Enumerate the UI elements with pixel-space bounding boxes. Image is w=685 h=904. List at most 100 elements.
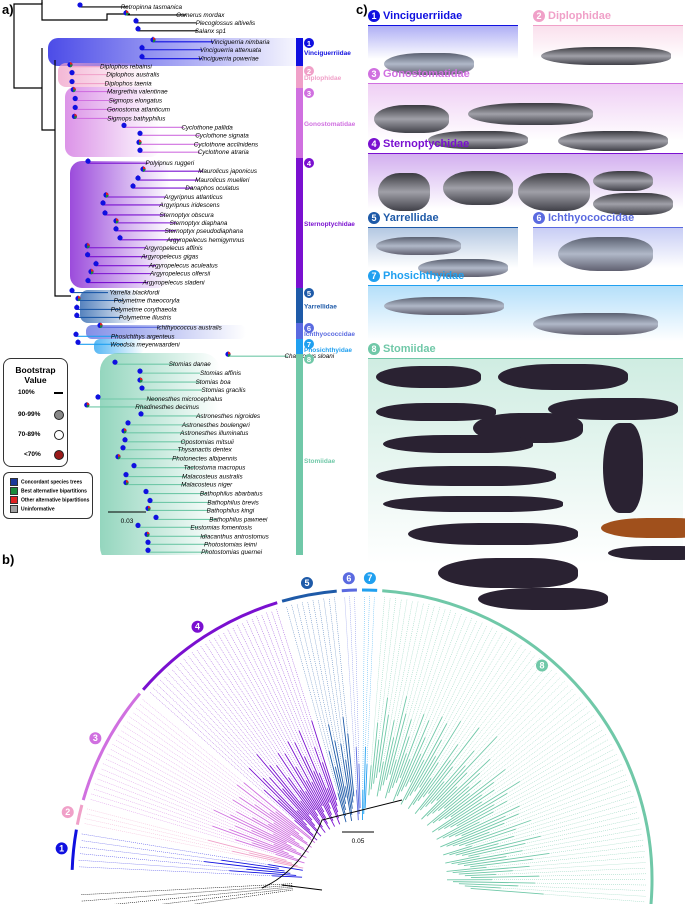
internal-branch [273, 833, 309, 853]
tip-branch [506, 744, 612, 802]
internal-branch [395, 753, 407, 783]
node-pie-slice [126, 479, 129, 483]
internal-branch [463, 852, 550, 866]
tip-branch [102, 763, 252, 831]
tip-branch [291, 604, 330, 752]
tip-branch [405, 605, 435, 714]
tip-branch [478, 654, 536, 728]
internal-branch [272, 875, 303, 878]
tip-branch [534, 882, 646, 886]
internal-branch [334, 766, 346, 811]
tip-branch [163, 676, 264, 779]
taxon-label: Argyropelecus hemigymnus [166, 237, 246, 244]
clade-group [83, 808, 304, 869]
taxon-label: Salanx sp1 [195, 28, 226, 35]
fish-illustration [593, 193, 673, 215]
family-number-badge: 3 [368, 68, 380, 80]
internal-branch [364, 764, 368, 809]
clade-arc [70, 829, 78, 870]
clade-arc [75, 804, 84, 825]
clade-group [362, 596, 375, 821]
tip-branch [489, 684, 569, 760]
tip-branch [94, 783, 213, 827]
tip-branch [460, 638, 513, 722]
family-bar-stomiidae [296, 354, 303, 555]
node-concordance-pie [139, 45, 145, 51]
clade-highlight-band [86, 325, 246, 339]
node-pie-slice [100, 325, 103, 328]
tip-branch [430, 644, 522, 779]
node-concordance-pie [137, 147, 143, 153]
taxon-label: Argyropelecus sladeni [142, 280, 206, 287]
internal-branch [207, 839, 287, 861]
tip-branch [96, 778, 230, 830]
tip-branch [301, 602, 329, 725]
family-name-label: Vinciguerriidae [304, 50, 351, 57]
node-concordance-pie [131, 463, 137, 469]
fish-illustration [376, 366, 481, 388]
node-pie-slice [143, 166, 146, 170]
family-number-badge: 8 [368, 343, 380, 355]
tip-branch [334, 597, 349, 734]
tip-branch [498, 806, 637, 844]
internal-branch [294, 742, 334, 821]
node-concordance-pie [85, 277, 91, 284]
tip-branch [423, 613, 462, 715]
tip-branch [438, 641, 517, 763]
internal-branch [409, 716, 443, 783]
node-pie-slice [70, 62, 73, 65]
internal-branch [445, 855, 480, 864]
internal-branch [446, 866, 487, 872]
tip-branch [479, 823, 641, 857]
taxon-label: Stomias danae [169, 361, 212, 368]
internal-branch [268, 864, 303, 871]
internal-branch [239, 796, 308, 844]
node-concordance-pie [147, 497, 153, 504]
tip-branch [112, 744, 237, 812]
clade-number-badge [191, 620, 204, 633]
internal-branch [328, 724, 347, 804]
tip-branch [393, 601, 419, 721]
node-concordance-pie [93, 261, 99, 267]
tip-branch [423, 627, 493, 761]
internal-branch [305, 780, 325, 813]
internal-branch [470, 875, 539, 879]
node-concordance-pie [125, 420, 131, 426]
taxon-label: Polymetme corythaeola [111, 306, 177, 313]
internal-branch [400, 759, 425, 805]
tip-branch [396, 606, 441, 760]
tip-branch [251, 618, 300, 731]
concordance-row-other: Other alternative bipartitions [10, 496, 89, 504]
tip-branch [160, 679, 250, 769]
internal-branch [375, 697, 388, 779]
internal-branch [422, 759, 451, 798]
node-pie-slice [228, 351, 231, 355]
node-concordance-pie [120, 445, 126, 451]
tip-branch [496, 672, 557, 737]
taxon-label: Bathophilus brevis [207, 499, 259, 506]
family-name-label: Ichthyococcidae [304, 331, 355, 338]
tip-branch [443, 661, 545, 782]
concordance-label: Uninformative [21, 506, 55, 513]
internal-branch [382, 737, 395, 786]
internal-branch [378, 715, 389, 773]
tip-branch [312, 600, 346, 787]
internal-branch [449, 835, 514, 856]
backbone-branch [41, 4, 130, 21]
backbone-branch [54, 130, 71, 297]
taxon-label: Argyripnus iridescens [158, 202, 220, 209]
internal-branch [282, 788, 316, 826]
node-concordance-pie [130, 183, 136, 189]
tip-branch [349, 596, 357, 748]
family-name-label: Phosichthyidae [304, 347, 352, 354]
node-concordance-pie [137, 368, 143, 374]
family-name-label: Diplophidae [304, 75, 342, 82]
tip-branch [495, 867, 646, 875]
family-number-badge [304, 339, 314, 349]
tip-branch [456, 680, 565, 787]
internal-branch [262, 777, 304, 821]
tip-branch [466, 676, 561, 773]
tip-branch [86, 808, 209, 841]
